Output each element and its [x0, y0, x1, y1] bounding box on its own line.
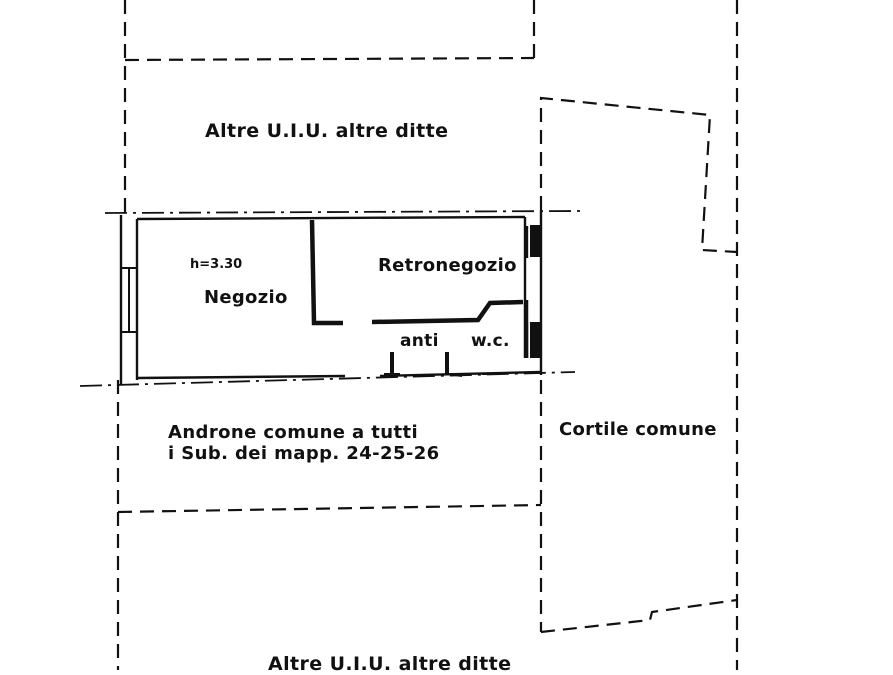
room-height-label: h=3.30: [190, 257, 243, 272]
top-units-boundary: [123, 0, 536, 215]
interior-walls: [309, 219, 529, 358]
anti-partitions: [390, 352, 449, 374]
hallway-boundary: [116, 380, 542, 670]
courtyard-boundary: [539, 0, 739, 670]
building-line-top: [104, 210, 581, 214]
courtyard-label: Cortile comune: [559, 419, 717, 440]
wc-label: w.c.: [471, 331, 510, 351]
door-marks: [384, 373, 494, 377]
back-shop-label: Retronegozio: [378, 255, 517, 276]
left-window: [122, 267, 136, 333]
hallway-label-line2: i Sub. dei mapp. 24-25-26: [168, 443, 440, 464]
bottom-units-label: Altre U.I.U. altre ditte: [268, 653, 512, 675]
hallway-label-line1: Androne comune a tutti: [168, 422, 419, 443]
right-wall-solid-blocks: [530, 225, 542, 358]
anteroom-label: anti: [400, 331, 439, 351]
shop-label: Negozio: [204, 287, 288, 308]
shop-unit-walls: [119, 215, 542, 385]
top-units-label: Altre U.I.U. altre ditte: [205, 120, 449, 142]
